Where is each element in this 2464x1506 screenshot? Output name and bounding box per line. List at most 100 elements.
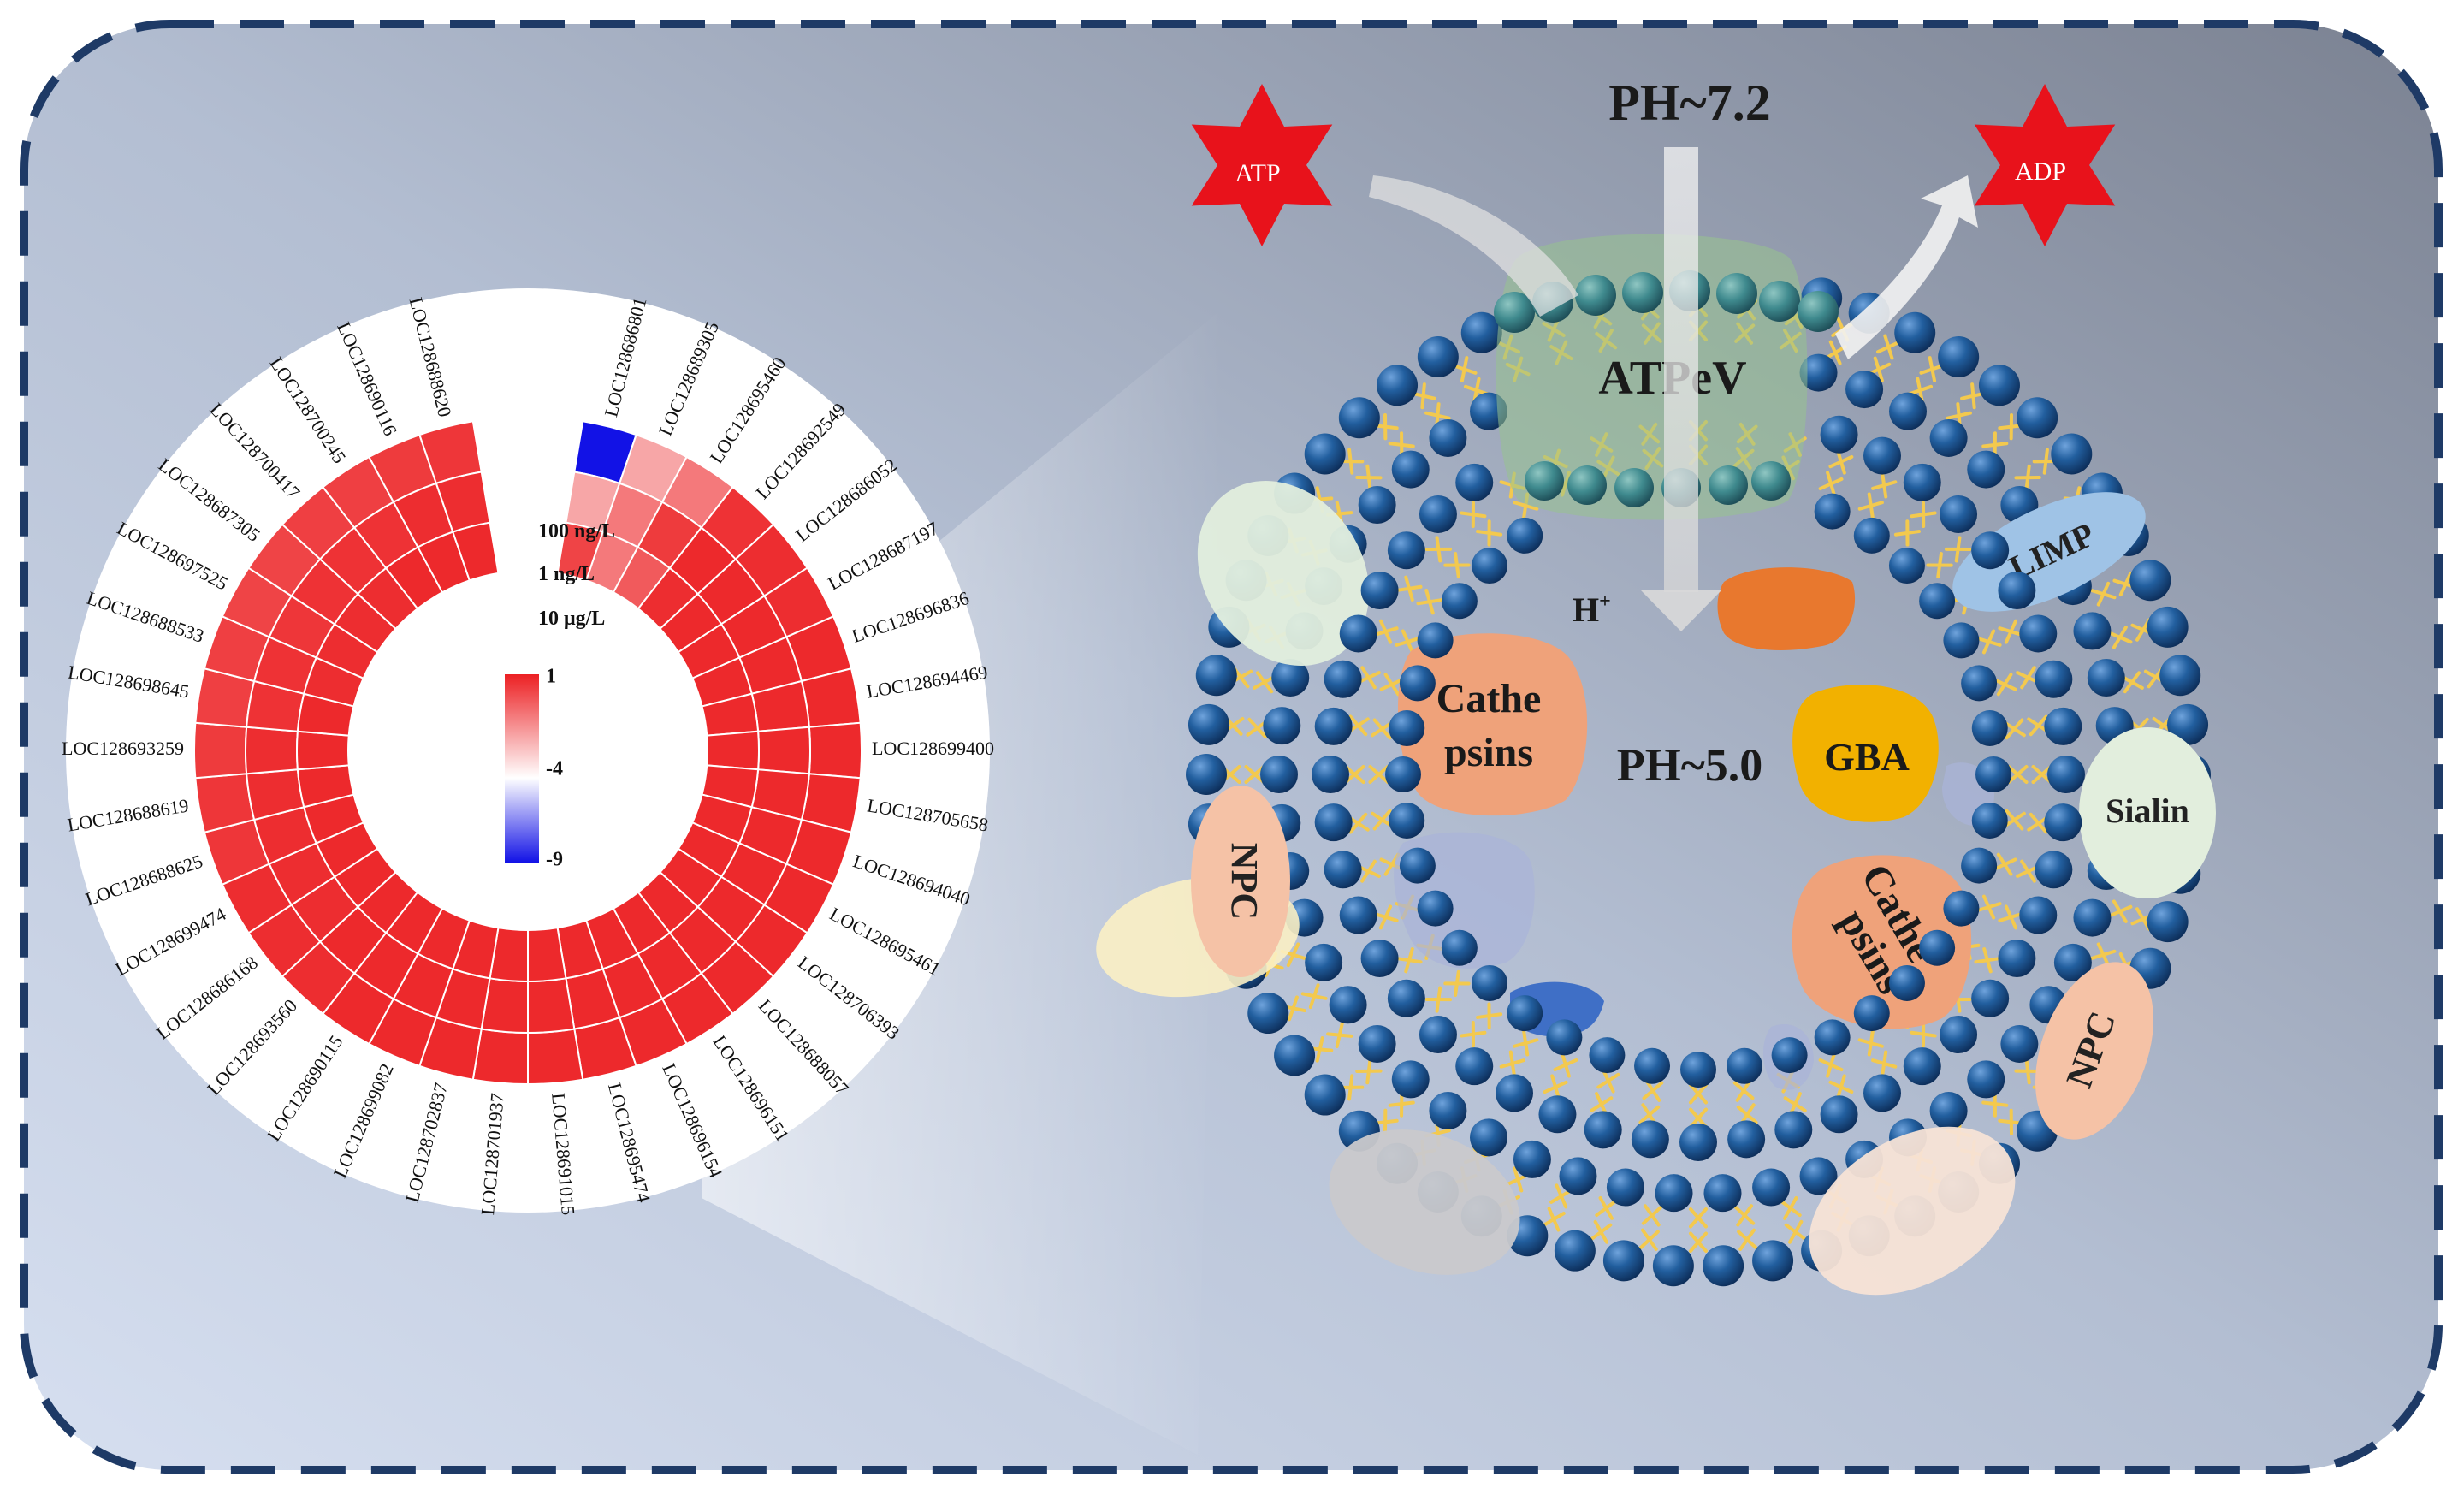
membrane-bead <box>1919 929 1956 966</box>
membrane-bead <box>1853 517 1890 554</box>
membrane-bead <box>1472 548 1508 584</box>
membrane-bead <box>1998 572 2036 609</box>
heatmap-cells <box>193 420 863 1086</box>
membrane-bead <box>1975 756 2011 792</box>
membrane-bead <box>1929 418 1968 457</box>
adp-label: ADP <box>2015 157 2066 186</box>
pump-bead <box>1567 465 1607 505</box>
membrane-bead <box>1998 940 2036 977</box>
membrane-bead <box>1417 622 1454 659</box>
lipid-tail <box>1910 501 1937 529</box>
membrane-bead <box>1360 572 1399 609</box>
lipid-tail <box>1476 519 1503 547</box>
membrane-bead <box>1429 1092 1467 1130</box>
protein-green-left <box>1197 481 1370 666</box>
membrane-bead <box>1967 450 2005 489</box>
membrane-bead <box>1903 1047 1941 1086</box>
membrane-bead <box>1399 847 1436 884</box>
membrane-bead <box>1377 365 1419 406</box>
membrane-bead <box>1419 495 1457 533</box>
lipid-tail <box>1424 536 1453 563</box>
membrane-bead <box>1863 436 1901 475</box>
membrane-bead <box>1971 802 2008 839</box>
membrane-bead <box>1455 463 1494 501</box>
lipid-tail <box>1638 1228 1660 1251</box>
legend-min: -9 <box>546 849 563 871</box>
membrane-bead <box>1419 1016 1457 1054</box>
pump-bead <box>1525 461 1564 501</box>
membrane-bead <box>1389 802 1425 839</box>
pump-bead <box>1494 292 1535 333</box>
membrane-bead <box>1472 964 1508 1001</box>
protein-peach-bottom <box>1809 1126 2016 1296</box>
lipid-tail <box>1460 501 1487 529</box>
membrane-bead <box>1513 1140 1551 1178</box>
membrane-bead <box>1339 614 1377 653</box>
membrane-bead <box>1417 336 1459 378</box>
membrane-bead <box>1888 964 1925 1001</box>
membrane-bead <box>1820 415 1858 454</box>
membrane-bead <box>2051 433 2093 475</box>
lipid-tail <box>1542 1207 1566 1232</box>
lipid-tail <box>1395 947 1423 974</box>
heatmap-cell <box>527 1028 584 1086</box>
membrane-bead <box>1894 311 1936 353</box>
membrane-bead <box>1943 622 1980 659</box>
membrane-bead <box>1195 655 1237 697</box>
membrane-bead <box>1602 1240 1644 1282</box>
membrane-bead <box>1727 1120 1766 1159</box>
membrane-bead <box>1845 371 1884 409</box>
membrane-bead <box>2000 1024 2039 1063</box>
membrane-bead <box>1360 940 1399 977</box>
membrane-bead <box>1507 995 1543 1032</box>
membrane-bead <box>1919 583 1956 620</box>
membrane-bead <box>1978 365 2020 406</box>
membrane-bead <box>1314 707 1353 745</box>
membrane-bead <box>1903 463 1941 501</box>
lipid-tail <box>1460 1020 1487 1048</box>
lipid-tail <box>1734 1204 1756 1227</box>
heatmap-cell <box>527 977 576 1035</box>
membrane-bead <box>1247 993 1289 1035</box>
membrane-bead <box>1679 1124 1717 1161</box>
npc-right: NPC <box>2035 962 2153 1140</box>
membrane-bead <box>1752 1240 1794 1282</box>
membrane-bead <box>1853 995 1890 1032</box>
heatmap-cell <box>245 726 299 775</box>
atp-star: ATP <box>1191 84 1333 246</box>
lipid-tail <box>1737 1228 1758 1251</box>
membrane-bead <box>1470 1118 1507 1157</box>
ring-label-outer: 100 ng/L <box>538 520 615 543</box>
heatmap-cell <box>756 726 811 775</box>
gba-label: GBA <box>1824 735 1910 779</box>
pump-bead <box>1575 275 1616 316</box>
ph-outside-label: PH~7.2 <box>1608 74 1771 131</box>
adp-release-arrow <box>1835 175 1978 359</box>
lipid-tail <box>1818 1052 1844 1078</box>
membrane-bead <box>1263 707 1301 745</box>
lipid-tail <box>1974 947 2001 974</box>
lipid-tail <box>1595 1196 1618 1220</box>
lipid-tail <box>1513 1029 1539 1057</box>
lipid-tail <box>1355 1058 1383 1085</box>
inner-outer-leaflet-beads <box>1312 415 2085 1161</box>
npc-left: NPC <box>1191 786 1290 977</box>
membrane-bead <box>1971 979 2010 1017</box>
lipid-tail <box>1395 575 1423 602</box>
membrane-bead <box>1814 493 1851 530</box>
membrane-bead <box>1455 1047 1494 1086</box>
proton-arrow <box>1641 147 1721 631</box>
protein-grey-bottom <box>1329 1130 1520 1275</box>
membrane-bead <box>1606 1168 1644 1207</box>
lipid-tail <box>1443 552 1471 579</box>
membrane-bead <box>1943 890 1980 927</box>
membrane-bead <box>1399 665 1436 702</box>
heatmap-cell <box>296 730 350 771</box>
membrane-bead <box>1799 353 1838 392</box>
membrane-bead <box>1961 847 1998 884</box>
cathepsins-top-line2: psins <box>1444 730 1533 775</box>
membrane-bead <box>1304 433 1346 475</box>
pump-bead <box>1759 281 1800 322</box>
lipid-tail <box>1416 589 1443 615</box>
